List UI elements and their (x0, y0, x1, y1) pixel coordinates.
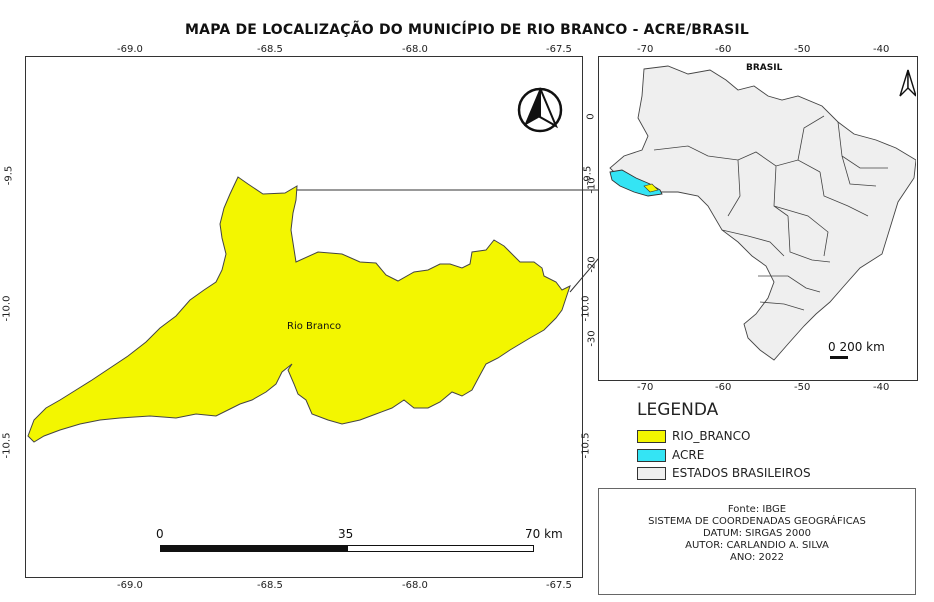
main-x-tick-bottom: -68.5 (257, 580, 283, 591)
brazil-states-polygon[interactable] (609, 65, 916, 361)
main-x-tick-bottom: -68.0 (402, 580, 428, 591)
inset-x-tick-bottom: -70 (637, 382, 654, 393)
rio-branco-inset-polygon (643, 183, 659, 193)
inset-x-tick-bottom: -40 (873, 382, 890, 393)
main-x-tick-top: -69.0 (117, 44, 143, 55)
legend-label: ACRE (672, 448, 705, 462)
main-x-tick-bottom: -67.5 (546, 580, 572, 591)
legend-item-estados: ESTADOS BRASILEIROS (637, 465, 811, 481)
inset-x-tick-top: -70 (637, 44, 654, 55)
inset-y-tick-left: 0 (585, 113, 597, 120)
main-x-tick-top: -68.5 (257, 44, 283, 55)
inset-north-arrow-icon (899, 69, 916, 97)
inset-x-tick-top: -40 (873, 44, 890, 55)
inset-x-tick-top: -60 (715, 44, 732, 55)
credit-line: DATUM: SIRGAS 2000 (702, 528, 811, 539)
inset-y-tick-left: -10 (586, 177, 598, 194)
scale-label-0: 0 (156, 527, 164, 541)
legend-item-rio-branco: RIO_BRANCO (637, 428, 750, 444)
legend-item-acre: ACRE (637, 447, 704, 463)
north-arrow-icon (517, 87, 563, 133)
legend-swatch-estados (637, 466, 666, 480)
scale-label-70: 70 km (525, 527, 563, 541)
inset-map-svg (609, 65, 916, 361)
scale-bar-black-segment (161, 546, 348, 551)
legend-swatch-rio-branco (637, 429, 666, 443)
main-x-tick-top: -68.0 (402, 44, 428, 55)
legend-swatch-acre (637, 448, 666, 462)
main-x-tick-bottom: -69.0 (117, 580, 143, 591)
state-borders (653, 115, 888, 311)
credits-box: Fonte: IBGE SISTEMA DE COORDENADAS GEOGR… (598, 488, 916, 595)
legend-label: ESTADOS BRASILEIROS (672, 466, 811, 480)
municipality-label: Rio Branco (287, 321, 342, 332)
credit-line: SISTEMA DE COORDENADAS GEOGRÁFICAS (648, 516, 866, 527)
rio-branco-polygon[interactable] (27, 176, 571, 443)
inset-scale-bar (830, 356, 848, 359)
scale-bar (160, 545, 534, 552)
inset-country-label: BRASIL (746, 63, 783, 73)
inset-x-tick-bottom: -50 (794, 382, 811, 393)
inset-scale-label: 0 200 km (828, 340, 885, 354)
main-x-tick-top: -67.5 (546, 44, 572, 55)
credit-line: AUTOR: CARLANDIO A. SILVA (685, 540, 829, 551)
scale-label-35: 35 (338, 527, 354, 541)
legend-label: RIO_BRANCO (672, 429, 751, 443)
credit-line: ANO: 2022 (729, 552, 784, 563)
inset-y-tick-left: -30 (586, 330, 598, 347)
inset-x-tick-top: -50 (794, 44, 811, 55)
map-title: MAPA DE LOCALIZAÇÃO DO MUNICÍPIO DE RIO … (185, 22, 749, 38)
inset-x-tick-bottom: -60 (715, 382, 732, 393)
credit-line: Fonte: IBGE (727, 504, 787, 515)
legend-title: LEGENDA (637, 400, 719, 420)
inset-y-tick-left: -20 (586, 256, 598, 273)
